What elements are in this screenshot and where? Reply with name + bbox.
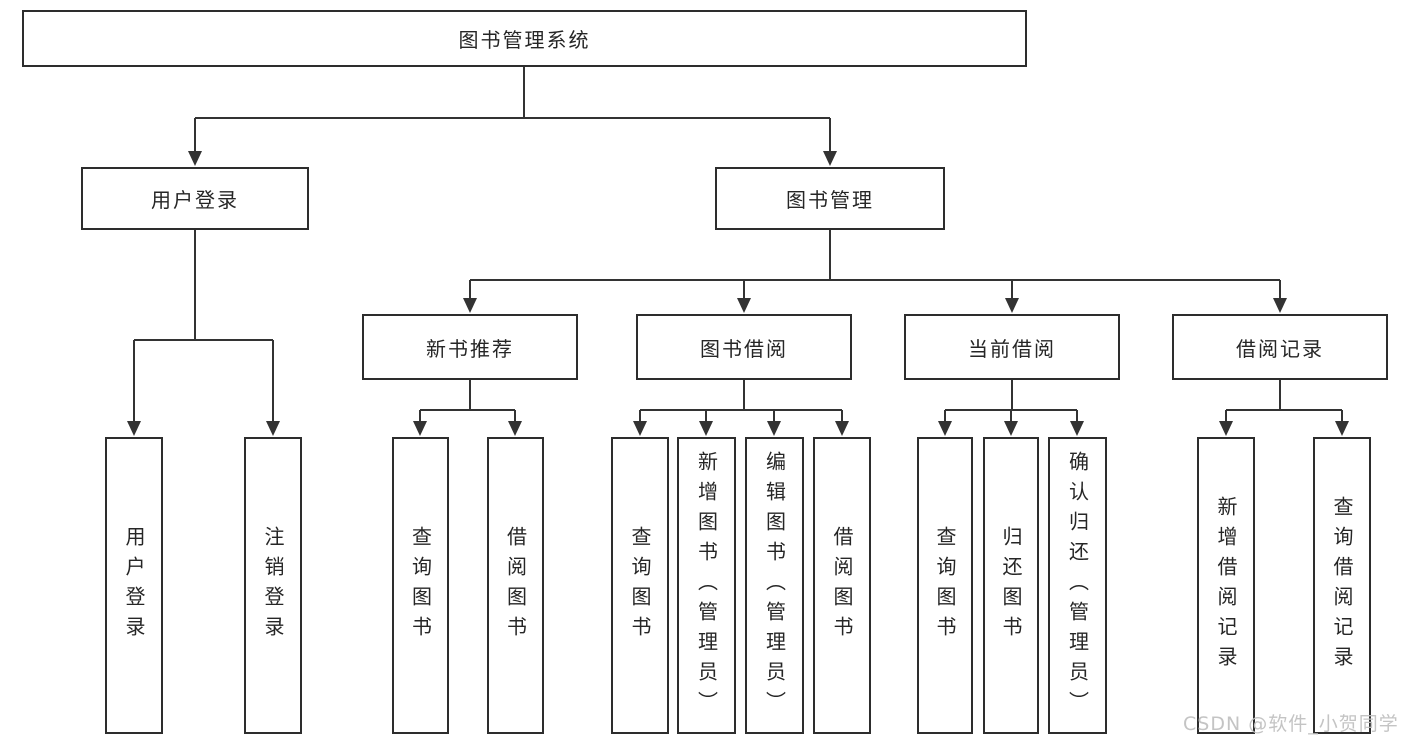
connector-borrow-to-leaves bbox=[633, 380, 849, 436]
connector-root-to-level2 bbox=[188, 67, 837, 166]
arrowhead-icon bbox=[767, 421, 781, 436]
leaf-add-book-admin: 新增图书（管理员） bbox=[677, 437, 736, 734]
node-label: 查询借阅记录 bbox=[1330, 495, 1354, 676]
arrowhead-icon bbox=[633, 421, 647, 436]
arrowhead-icon bbox=[508, 421, 522, 436]
node-book-management: 图书管理 bbox=[715, 167, 945, 230]
arrowhead-icon bbox=[1219, 421, 1233, 436]
connector-records-to-leaves bbox=[1219, 380, 1349, 436]
node-label: 图书管理系统 bbox=[458, 28, 591, 52]
leaf-logout: 注销登录 bbox=[244, 437, 302, 734]
node-label: 归还图书 bbox=[999, 525, 1023, 646]
leaf-borrow-books-recommend: 借阅图书 bbox=[487, 437, 544, 734]
arrowhead-icon bbox=[699, 421, 713, 436]
leaf-query-books-current: 查询图书 bbox=[917, 437, 973, 734]
arrowhead-icon bbox=[127, 421, 141, 436]
leaf-return-book: 归还图书 bbox=[983, 437, 1039, 734]
node-label: 确认归还（管理员） bbox=[1065, 450, 1090, 721]
node-label: 借阅图书 bbox=[830, 525, 854, 646]
node-label: 图书借阅 bbox=[700, 336, 788, 361]
node-label: 查询图书 bbox=[933, 525, 957, 646]
arrowhead-icon bbox=[266, 421, 280, 436]
arrowhead-icon bbox=[835, 421, 849, 436]
connector-user-login-to-leaves bbox=[127, 230, 280, 436]
node-label: 用户登录 bbox=[151, 188, 239, 212]
node-user-login: 用户登录 bbox=[81, 167, 309, 230]
arrowhead-icon bbox=[938, 421, 952, 436]
arrowhead-icon bbox=[1005, 298, 1019, 313]
leaf-confirm-return-admin: 确认归还（管理员） bbox=[1048, 437, 1107, 734]
arrowhead-icon bbox=[1273, 298, 1287, 313]
node-library-system: 图书管理系统 bbox=[22, 10, 1027, 67]
connector-recommend-to-leaves bbox=[413, 380, 522, 436]
node-label: 新书推荐 bbox=[426, 336, 514, 361]
node-label: 注销登录 bbox=[261, 525, 285, 646]
node-label: 新增图书（管理员） bbox=[694, 450, 719, 721]
arrowhead-icon bbox=[188, 151, 202, 166]
connector-current-to-leaves bbox=[938, 380, 1084, 436]
leaf-query-borrow-record: 查询借阅记录 bbox=[1313, 437, 1371, 734]
node-new-book-recommend: 新书推荐 bbox=[362, 314, 578, 380]
leaf-edit-book-admin: 编辑图书（管理员） bbox=[745, 437, 804, 734]
node-current-borrow: 当前借阅 bbox=[904, 314, 1120, 380]
leaf-user-login: 用户登录 bbox=[105, 437, 163, 734]
node-book-borrow: 图书借阅 bbox=[636, 314, 852, 380]
arrowhead-icon bbox=[823, 151, 837, 166]
leaf-borrow-books-borrow: 借阅图书 bbox=[813, 437, 871, 734]
arrowhead-icon bbox=[413, 421, 427, 436]
node-label: 图书管理 bbox=[786, 188, 874, 212]
node-borrow-records: 借阅记录 bbox=[1172, 314, 1388, 380]
node-label: 新增借阅记录 bbox=[1214, 495, 1238, 676]
arrowhead-icon bbox=[463, 298, 477, 313]
arrowhead-icon bbox=[1070, 421, 1084, 436]
connector-book-management-to-level3 bbox=[463, 230, 1287, 313]
node-label: 查询图书 bbox=[628, 525, 652, 646]
leaf-query-books-borrow: 查询图书 bbox=[611, 437, 669, 734]
node-label: 用户登录 bbox=[122, 525, 146, 646]
leaf-query-books-recommend: 查询图书 bbox=[392, 437, 449, 734]
csdn-watermark: CSDN @软件_小贺同学 bbox=[1183, 713, 1399, 735]
leaf-add-borrow-record: 新增借阅记录 bbox=[1197, 437, 1255, 734]
node-label: 借阅图书 bbox=[503, 525, 528, 646]
node-label: 当前借阅 bbox=[968, 336, 1056, 361]
node-label: 编辑图书（管理员） bbox=[762, 450, 787, 721]
arrowhead-icon bbox=[737, 298, 751, 313]
arrowhead-icon bbox=[1004, 421, 1018, 436]
node-label: 查询图书 bbox=[408, 525, 433, 646]
arrowhead-icon bbox=[1335, 421, 1349, 436]
node-label: 借阅记录 bbox=[1236, 336, 1324, 361]
